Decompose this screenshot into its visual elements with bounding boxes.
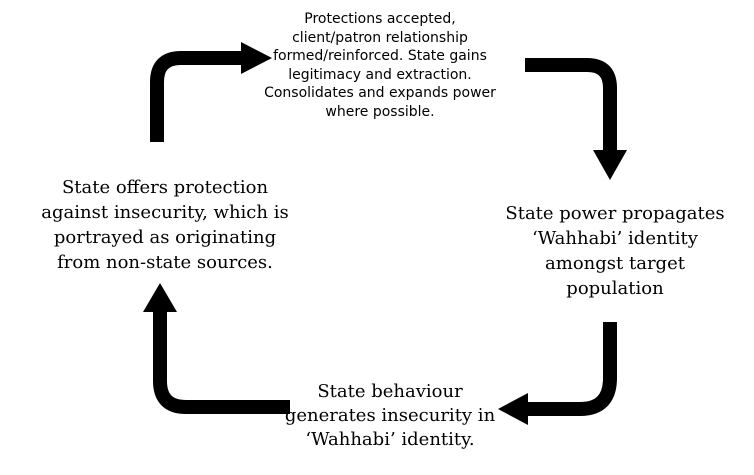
node-top-line-6: where possible. <box>325 103 435 120</box>
node-left-line-4: from non-state sources. <box>57 252 273 273</box>
arrow-bottom-to-left-head <box>143 283 177 312</box>
arrow-bottom-to-left-shaft <box>153 310 290 414</box>
node-right-text: State power propagates ‘Wahhabi’ identit… <box>490 201 740 301</box>
arrow-right-to-bottom-head <box>498 393 528 425</box>
node-bottom-line-1: State behaviour <box>317 381 463 402</box>
node-bottom-line-2: generates insecurity in <box>284 405 496 426</box>
node-top-text: Protections accepted, client/patron rela… <box>250 10 510 121</box>
node-top-line-3: formed/reinforced. State gains <box>273 48 487 64</box>
arrow-bottom-to-left <box>143 283 290 414</box>
arrow-top-to-right-shaft <box>525 58 617 152</box>
node-top-line-5: Consolidates and expands power <box>264 85 496 101</box>
node-right-line-3: amongst target <box>545 253 685 274</box>
node-top-line-4: legitimacy and extraction. <box>288 66 472 83</box>
node-left-line-2: against insecurity, which is <box>41 202 289 223</box>
node-bottom-text: State behaviour generates insecurity in … <box>270 380 510 452</box>
node-right-line-1: State power propagates <box>505 203 725 224</box>
node-left-text: State offers protection against insecuri… <box>30 175 300 275</box>
node-left-line-3: portrayed as originating <box>53 227 277 248</box>
node-left-line-1: State offers protection <box>61 177 269 198</box>
node-bottom-line-3: ‘Wahhabi’ identity. <box>305 429 475 450</box>
node-right-line-2: ‘Wahhabi’ identity <box>532 228 698 249</box>
arrow-right-to-bottom <box>498 322 617 425</box>
arrow-left-to-top <box>150 42 272 142</box>
node-top-line-2: client/patron relationship <box>292 29 468 46</box>
arrow-left-to-top-head <box>241 42 272 74</box>
node-top-line-1: Protections accepted, <box>304 11 456 27</box>
arrow-top-to-right-head <box>593 150 627 180</box>
arrow-right-to-bottom-shaft <box>526 322 617 416</box>
arrow-top-to-right <box>525 58 627 180</box>
node-right-line-4: population <box>566 278 664 299</box>
arrow-left-to-top-shaft <box>150 51 243 142</box>
